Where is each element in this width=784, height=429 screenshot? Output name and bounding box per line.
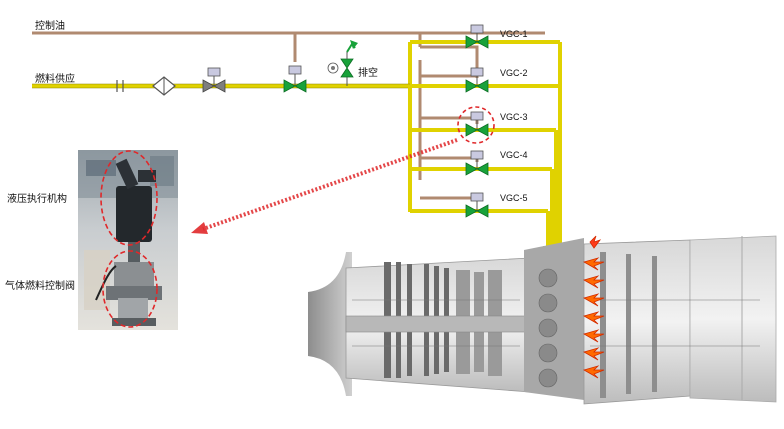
pipe-break-symbol xyxy=(116,80,124,92)
valve-highlight-circle xyxy=(102,250,158,328)
vent-label: 排空 xyxy=(358,68,378,79)
actuator-highlight-circle xyxy=(100,150,158,246)
vgc-3-label: VGC-3 xyxy=(500,112,528,122)
callout-arrow xyxy=(191,138,458,234)
vgc-valve-4-icon xyxy=(465,150,489,176)
fuel-supply-label: 燃料供应 xyxy=(35,74,75,85)
vgc-valve-2-icon xyxy=(465,67,489,93)
speed-ratio-valve-icon xyxy=(283,65,307,93)
vgc-valve-3-icon xyxy=(465,111,489,137)
vgc-4-label: VGC-4 xyxy=(500,150,528,160)
vgc-valve-5-icon xyxy=(465,192,489,218)
hydraulic-actuator-label: 液压执行机构 xyxy=(7,194,67,205)
actuator-photo xyxy=(78,150,178,330)
vgc-2-label: VGC-2 xyxy=(500,68,528,78)
vgc-5-label: VGC-5 xyxy=(500,193,528,203)
gas-turbine-illustration xyxy=(308,235,777,405)
combustion-flames xyxy=(582,235,605,379)
stop-valve-icon xyxy=(202,67,226,93)
gas-fuel-control-valve-label: 气体燃料控制阀 xyxy=(5,281,75,292)
vgc-1-label: VGC-1 xyxy=(500,29,528,39)
filter-icon xyxy=(152,76,176,96)
vgc3-highlight-circle xyxy=(457,106,495,144)
control-oil-label: 控制油 xyxy=(35,21,65,32)
vent-valve-icon xyxy=(327,40,358,86)
vgc-valve-1-icon xyxy=(465,24,489,49)
